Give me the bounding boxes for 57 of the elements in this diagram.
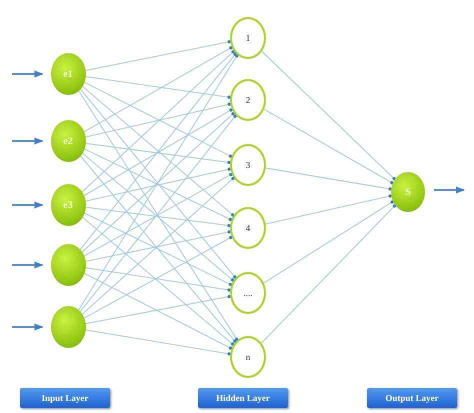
connection-line (82, 86, 234, 216)
connection-line (265, 194, 392, 224)
connection-line (80, 114, 237, 312)
connection-line (83, 172, 232, 257)
connection-line (263, 200, 394, 284)
connection-line (78, 90, 238, 341)
connection-line (84, 230, 231, 262)
connection-line (84, 272, 232, 350)
input-node-circle: e1 (50, 53, 86, 95)
connection-line (84, 82, 232, 158)
connection-line (84, 142, 231, 164)
connection-line (82, 152, 234, 282)
input-node-circle (50, 306, 86, 348)
layer-label-button: Output Layer (367, 388, 457, 408)
connection-line (81, 50, 235, 193)
hidden-node-circle: 3 (230, 144, 266, 186)
arrow (12, 261, 44, 269)
layer-label-button: Hidden Layer (198, 388, 288, 408)
connection-line (264, 108, 394, 184)
connection-line (80, 88, 236, 279)
connection-line (84, 76, 231, 99)
connection-line (83, 236, 232, 319)
connection-line (84, 168, 231, 202)
arrow (12, 137, 44, 145)
arrow (12, 323, 44, 331)
connection-line (84, 329, 231, 356)
connection-line (82, 216, 234, 346)
connection-line (83, 46, 233, 132)
input-node-circle (50, 244, 86, 286)
hidden-node-circle: 1 (230, 17, 266, 59)
connection-line (80, 52, 237, 250)
connection-line (82, 176, 235, 315)
layer-label-button: Input Layer (20, 388, 110, 408)
connection-line (261, 204, 396, 344)
connection-line (84, 294, 231, 324)
connection-line (84, 40, 231, 71)
connection-line (84, 267, 231, 292)
hidden-node-circle: 2 (230, 79, 266, 121)
arrow (12, 201, 44, 209)
connection-line (261, 50, 396, 180)
output-node-circle: S (391, 172, 425, 212)
input-node-circle: e2 (50, 120, 86, 162)
connection-line (81, 112, 235, 253)
connection-line (84, 212, 232, 286)
connection-line (265, 168, 392, 191)
connection-line (83, 108, 233, 196)
input-node-circle: e3 (50, 184, 86, 226)
hidden-node-circle: n (230, 336, 266, 378)
arrow (434, 186, 465, 194)
connection-line (78, 54, 238, 311)
connection-line (80, 155, 236, 343)
hidden-node-circle: 4 (230, 207, 266, 249)
hidden-node-circle: .... (230, 272, 266, 314)
arrow (12, 70, 44, 78)
connection-line (84, 102, 231, 138)
connection-line (84, 148, 232, 222)
connection-line (84, 206, 231, 228)
